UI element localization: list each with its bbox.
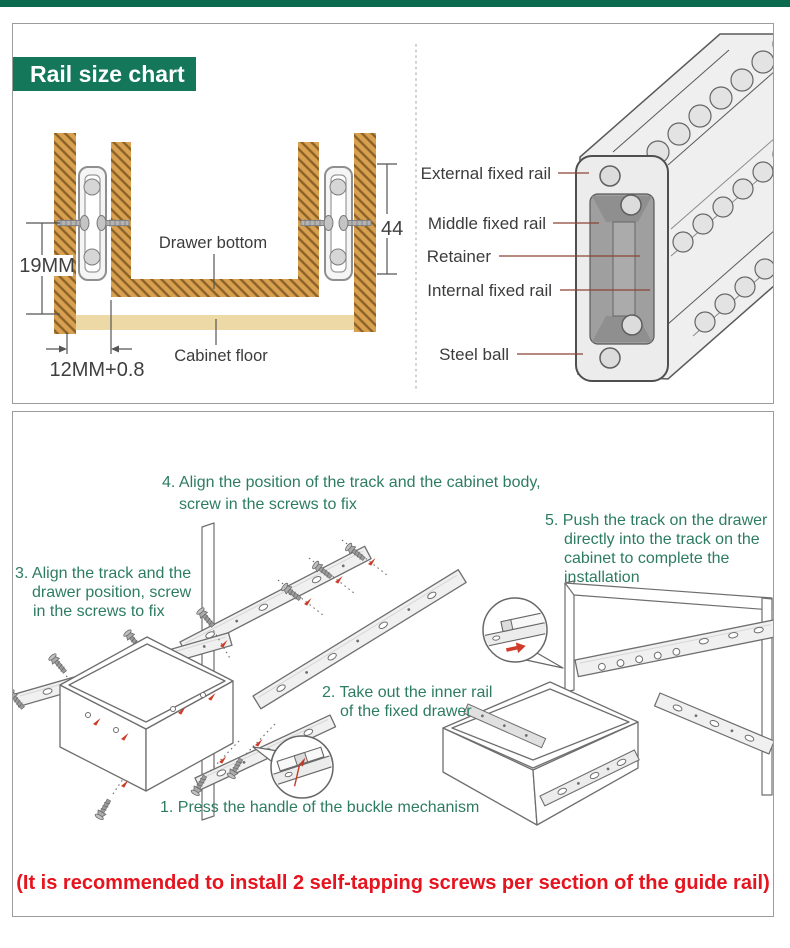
step-5-text-line-2: directly into the track on the — [564, 531, 760, 548]
magnifier-rail-engagement — [482, 597, 564, 669]
slide-cross-section-right — [324, 166, 353, 281]
dimension-44-label: 44 — [381, 218, 403, 240]
front-steel-balls — [599, 165, 643, 369]
dim-label-bg — [21, 255, 73, 276]
red-mark — [219, 756, 227, 764]
step-4-text-line-1: 4. Align the position of the track and t… — [162, 474, 541, 491]
recommendation-note: (It is recommended to install 2 self-tap… — [16, 872, 770, 894]
red-mark — [304, 598, 312, 606]
drawer-inner-wall-rail — [463, 703, 547, 749]
steel-ball-icon — [83, 248, 101, 266]
steel-ball-row-top — [646, 40, 773, 164]
dim-arrow — [59, 345, 67, 353]
step-5-text-line-4: installation — [564, 569, 640, 586]
slide-cross-section-left — [78, 166, 107, 281]
cross-section-diagram: 19MM 12MM+0.8 44 — [19, 133, 405, 381]
dimension-19mm-label: 19MM — [19, 255, 75, 277]
part-pointer-lines — [499, 172, 650, 355]
step-3-text-line-3: in the screws to fix — [33, 603, 165, 620]
rail-size-chart-title-badge: Rail size chart — [13, 57, 196, 91]
screw-icon — [47, 652, 69, 676]
rail-part-labels: External fixed rail Middle fixed rail Re… — [421, 164, 552, 364]
scene-push-drawer-into-cabinet — [442, 580, 773, 826]
step-3-text-line-1: 3. Align the track and the — [15, 565, 192, 582]
magnifier-buckle-mechanism — [252, 735, 334, 799]
rail-size-chart-title: Rail size chart — [30, 61, 185, 87]
red-arrow-icon — [506, 642, 526, 654]
drawer-bottom-label: Drawer bottom — [159, 234, 267, 252]
dimension-12mm-label: 12MM+0.8 — [49, 359, 144, 381]
cabinet-floor-label: Cabinet floor — [174, 347, 268, 365]
rail-size-chart-diagram: 19MM 12MM+0.8 44 — [19, 33, 773, 392]
cabinet-mounted-rail — [574, 619, 773, 678]
mounting-screws — [56, 215, 372, 231]
cabinet-top-beam — [564, 582, 773, 611]
internal-fixed-rail-label: Internal fixed rail — [427, 281, 552, 300]
dim-arrow — [111, 345, 119, 353]
drawer-side-panel-right — [298, 142, 319, 297]
cabinet-left-post — [564, 580, 575, 693]
step-1-text: 1. Press the handle of the buckle mechan… — [160, 799, 480, 816]
screw-icon — [96, 215, 130, 231]
step-2-text-line-2: of the fixed drawer — [340, 703, 472, 720]
drawer-inner-rim — [451, 688, 630, 761]
steel-ball-label: Steel ball — [439, 345, 509, 364]
drawer-screw-holes — [85, 692, 206, 733]
step-5-text-line-3: cabinet to complete the — [564, 550, 730, 567]
steel-ball-icon — [329, 178, 347, 196]
cabinet-floor-strip — [76, 315, 354, 330]
step-4-text-line-2: screw in the screws to fix — [179, 496, 357, 513]
drawer-bottom-panel — [111, 279, 319, 297]
steel-ball-row-bottom — [694, 258, 773, 333]
rail-size-chart-panel: 19MM 12MM+0.8 44 — [12, 23, 774, 404]
external-fixed-rail-label: External fixed rail — [421, 164, 551, 183]
cabinet-side-panel-left — [54, 133, 76, 334]
steel-ball-icon — [329, 248, 347, 266]
retainer-label: Retainer — [427, 247, 492, 266]
installation-illustration — [13, 522, 773, 826]
screw-icon — [300, 215, 334, 231]
steel-ball-icon — [83, 178, 101, 196]
screw-icon — [338, 215, 372, 231]
step-5-text-line-1: 5. Push the track on the drawer — [545, 512, 768, 529]
dim-label-bg — [379, 214, 405, 238]
cabinet-rail-lower — [252, 569, 467, 710]
installation-steps-panel: 4. Align the position of the track and t… — [12, 411, 774, 917]
screw-icon — [56, 215, 90, 231]
drawer-side-panel-left — [111, 142, 131, 297]
scene-drawer-rail-mounting — [13, 606, 337, 822]
step-3-text-line-2: drawer position, screw — [32, 584, 192, 601]
right-panel-rail — [653, 692, 773, 755]
step-2-text-line-1: 2. Take out the inner rail — [322, 684, 493, 701]
middle-fixed-rail-label: Middle fixed rail — [428, 214, 546, 233]
cabinet-side-panel-right — [354, 133, 376, 332]
rail-3d-cutaway — [575, 33, 773, 382]
drawer-side-rail — [539, 749, 640, 807]
red-mark — [255, 739, 263, 747]
drawer-box-exploded — [59, 636, 234, 792]
screw-icon — [93, 797, 114, 822]
top-green-bar — [0, 0, 790, 7]
steel-ball-row-middle — [672, 150, 773, 253]
